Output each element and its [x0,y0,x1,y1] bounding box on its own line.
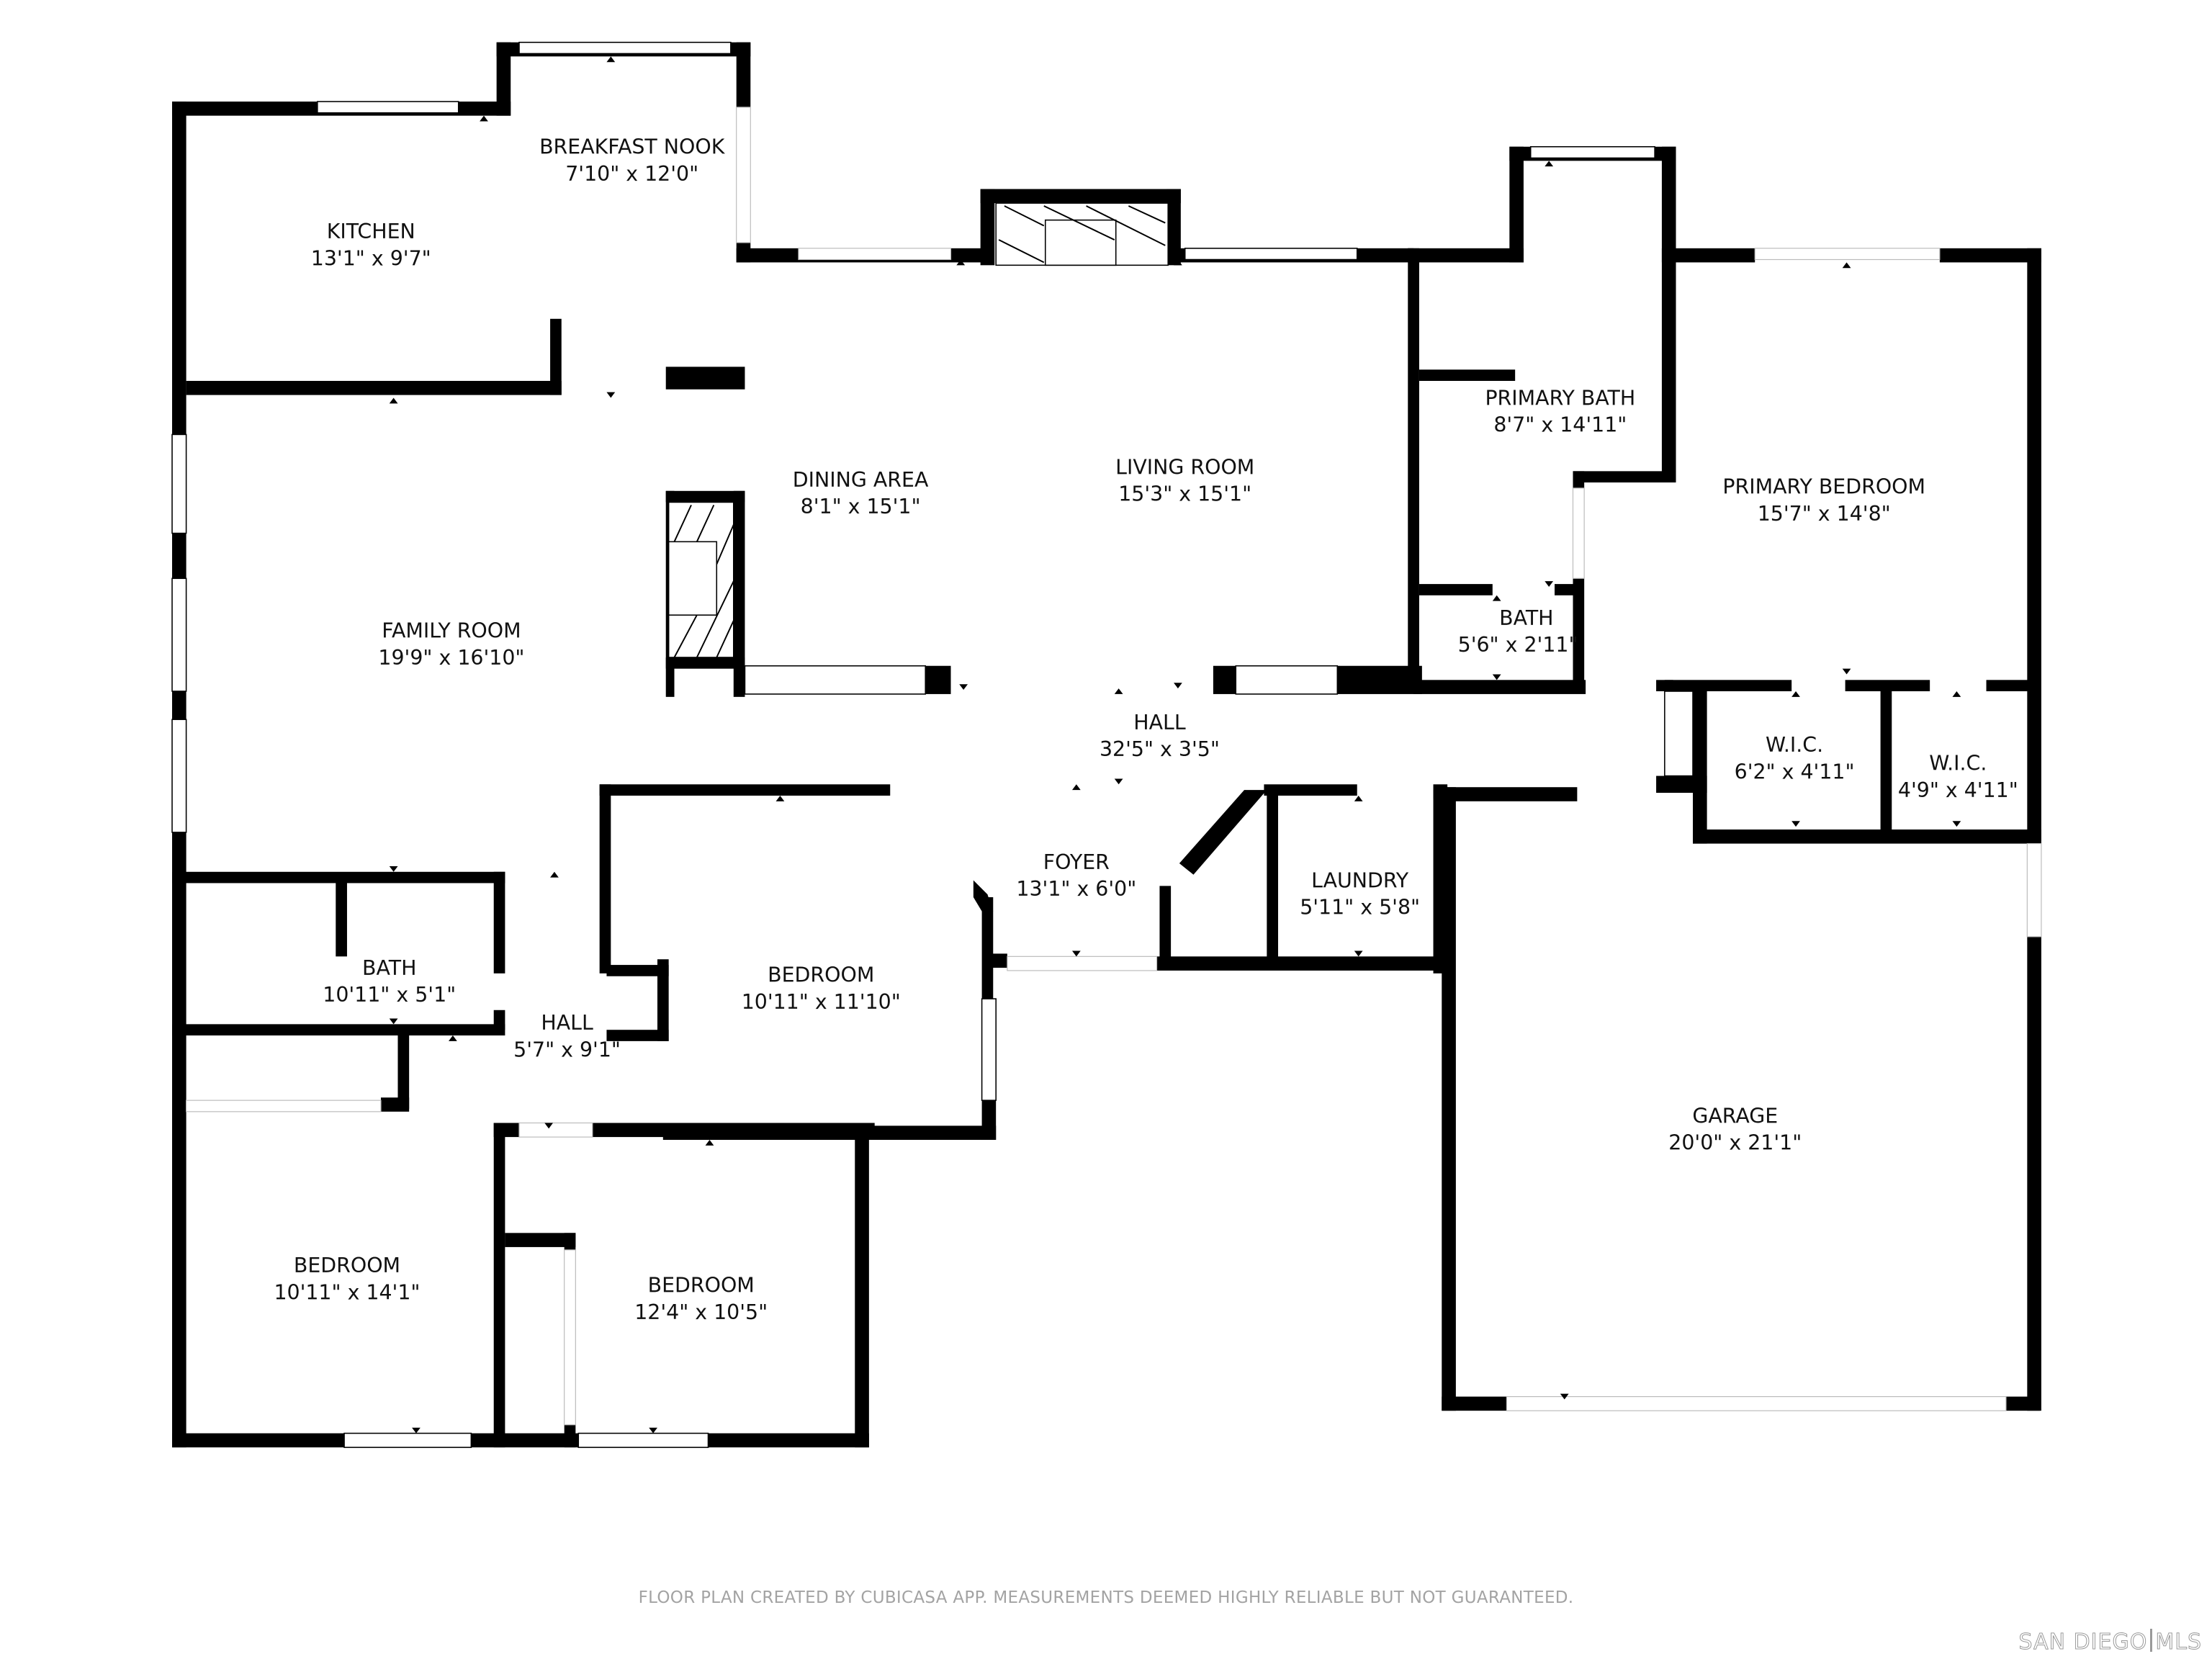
room-name-bath-small: BATH [1499,606,1553,630]
room-dims-wic-1: 6'2" x 4'11" [1735,760,1855,783]
room-dims-breakfast-nook: 7'10" x 12'0" [565,162,698,186]
room-dims-dining-area: 8'1" x 15'1" [801,495,921,518]
room-name-kitchen: KITCHEN [327,220,415,243]
room-name-wic-2: W.I.C. [1929,752,1987,775]
room-name-laundry: LAUNDRY [1311,868,1409,892]
room-name-hall-bedrooms: HALL [541,1011,593,1035]
room-name-wic-1: W.I.C. [1766,733,1823,757]
room-name-bedroom-sw: BEDROOM [294,1254,400,1277]
room-dims-primary-bedroom: 15'7" x 14'8" [1758,502,1891,526]
room-name-breakfast-nook: BREAKFAST NOOK [539,135,726,159]
room-name-primary-bedroom: PRIMARY BEDROOM [1722,475,1925,499]
room-dims-hall-main: 32'5" x 3'5" [1100,737,1220,761]
room-dims-living-room: 15'3" x 15'1" [1118,482,1251,506]
room-dims-kitchen: 13'1" x 9'7" [311,246,431,270]
room-dims-bedroom-front: 10'11" x 11'10" [742,990,901,1014]
openings [186,107,2042,1426]
logo-text-right: MLS [2155,1629,2202,1655]
room-dims-bedroom-sw: 10'11" x 14'1" [274,1280,420,1304]
room-dims-wic-2: 4'9" x 4'11" [1898,778,2018,802]
fireplace-hatching [673,205,1166,658]
room-dims-laundry: 5'11" x 5'8" [1300,896,1420,920]
dimension-markers [336,56,1961,1434]
room-name-family-room: FAMILY ROOM [382,619,521,643]
room-dims-foyer: 13'1" x 6'0" [1016,877,1136,901]
room-dims-garage: 20'0" x 21'1" [1668,1131,1802,1155]
room-name-garage: GARAGE [1692,1105,1778,1128]
room-name-dining-area: DINING AREA [793,468,929,492]
san-diego-mls-logo: SAN DIEGO MLS [2018,1629,2202,1655]
logo-separator [2150,1629,2153,1652]
room-name-bedroom-front: BEDROOM [768,963,874,987]
room-name-hall-main: HALL [1133,711,1186,734]
windows [171,41,1694,1448]
room-dims-hall-bedrooms: 5'7" x 9'1" [513,1038,621,1061]
disclaimer-text: FLOOR PLAN CREATED BY CUBICASA APP. MEAS… [638,1588,1574,1607]
room-name-primary-bath: PRIMARY BATH [1485,386,1635,410]
room-name-living-room: LIVING ROOM [1115,455,1254,479]
room-name-foyer: FOYER [1043,850,1110,874]
room-dims-family-room: 19'9" x 16'10" [378,646,524,670]
room-dims-bedroom-s: 12'4" x 10'5" [634,1300,768,1324]
room-labels: KITCHEN 13'1" x 9'7" BREAKFAST NOOK 7'10… [274,135,2018,1324]
logo-text-left: SAN DIEGO [2018,1629,2148,1655]
room-dims-primary-bath: 8'7" x 14'11" [1493,413,1627,437]
room-name-bedroom-s: BEDROOM [648,1274,755,1298]
room-dims-bath-small: 5'6" x 2'11" [1458,633,1578,657]
room-name-bath-hall: BATH [362,956,416,980]
room-dims-bath-hall: 10'11" x 5'1" [323,983,456,1007]
